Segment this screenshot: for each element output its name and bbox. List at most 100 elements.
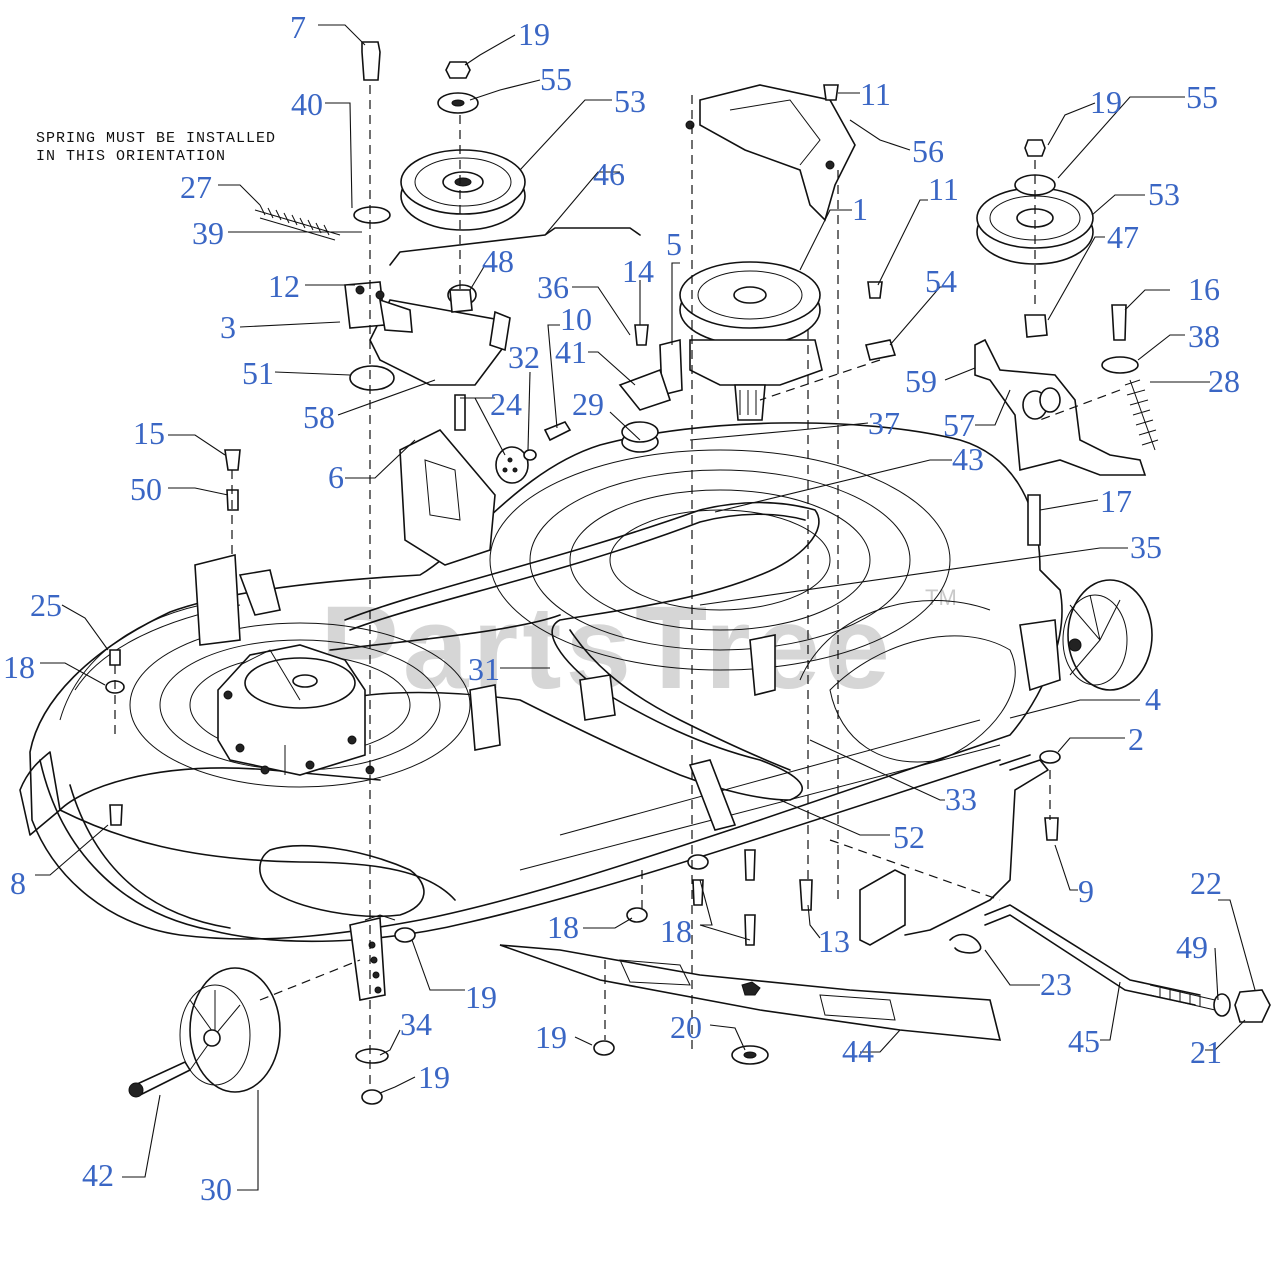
callout-label: 28: [1208, 363, 1240, 399]
note-line-2: IN THIS ORIENTATION: [36, 148, 226, 165]
callout-label: 20: [670, 1009, 702, 1045]
washer-38: [1101, 356, 1139, 374]
callout-label: 52: [893, 819, 925, 855]
rear-gauge-wheel: [128, 967, 281, 1098]
callout-label: 25: [30, 587, 62, 623]
callout-label: 22: [1190, 865, 1222, 901]
bracket-41: [618, 368, 672, 411]
callout-label: 45: [1068, 1023, 1100, 1059]
nut-19-bottom: [361, 1089, 383, 1105]
callout-label: 43: [952, 441, 984, 477]
washer-2: [1039, 750, 1061, 764]
callout-label: 55: [1186, 79, 1218, 115]
mower-blade: [499, 944, 1002, 1041]
alignment-lines: [114, 85, 1121, 1090]
callout-label: 7: [290, 9, 306, 45]
washer-40: [353, 206, 391, 224]
bolt-9: [1044, 817, 1059, 841]
callout-label: 34: [400, 1006, 432, 1042]
bolt-16: [1111, 304, 1127, 341]
callout-label: 16: [1188, 271, 1220, 307]
callout-label: 46: [593, 156, 625, 192]
callout-numbers: 7 19 55 53 40 27 39 12 3 51 58 48 46 36 …: [3, 9, 1240, 1207]
callout-label: 11: [860, 76, 891, 112]
tension-spring: [254, 204, 341, 241]
washer-34: [355, 1048, 389, 1064]
right-spring: [1124, 379, 1159, 451]
callout-label: 24: [490, 386, 522, 422]
center-spindle-assembly: [679, 261, 823, 421]
callout-label: 35: [1130, 529, 1162, 565]
callout-label: 41: [555, 334, 587, 370]
callout-label: 10: [560, 301, 592, 337]
nut-18-b: [687, 854, 709, 870]
callout-label: 12: [268, 268, 300, 304]
callout-label: 29: [572, 386, 604, 422]
callout-label: 59: [905, 363, 937, 399]
callout-label: 33: [945, 781, 977, 817]
idler-rod: [389, 227, 641, 266]
callout-label: 40: [291, 86, 323, 122]
deck-brackets: [194, 553, 1061, 831]
bolt-10: [543, 421, 572, 442]
spacer-48: [449, 289, 473, 313]
callout-label: 15: [133, 415, 165, 451]
callout-label: 6: [328, 459, 344, 495]
bolt-25: [109, 649, 121, 666]
callout-label: 17: [1100, 483, 1132, 519]
watermark-trademark: TM: [925, 585, 957, 610]
callout-label: 51: [242, 355, 274, 391]
callout-label: 19: [518, 16, 550, 52]
callout-label: 50: [130, 471, 162, 507]
callout-label: 19: [465, 979, 497, 1015]
callout-label: 57: [943, 407, 975, 443]
callout-label: 36: [537, 269, 569, 305]
callout-label: 11: [928, 171, 959, 207]
nut-19-wheel: [394, 927, 416, 943]
callout-label: 14: [622, 253, 654, 289]
callout-label: 38: [1188, 318, 1220, 354]
bolt-14: [634, 324, 649, 346]
rear-wheel-bracket: [349, 914, 396, 1001]
decal-54: [865, 339, 897, 361]
callout-label: 37: [868, 405, 900, 441]
callout-label: 19: [418, 1059, 450, 1095]
bolt-11-b: [867, 281, 883, 299]
callout-label: 27: [180, 169, 212, 205]
front-right-wheel: [1062, 579, 1153, 691]
callout-label: 54: [925, 263, 957, 299]
right-idler-arm: [974, 338, 1147, 476]
pulley-51: [349, 365, 395, 391]
pulley-29: [621, 421, 659, 453]
callout-label: 47: [1107, 219, 1139, 255]
callout-label: 1: [852, 191, 868, 227]
callout-label: 18: [547, 909, 579, 945]
callout-label: 56: [912, 133, 944, 169]
bolt-18-c: [692, 879, 704, 906]
bolt-stud-b: [744, 914, 756, 946]
callout-label: 55: [540, 61, 572, 97]
callout-label: 18: [3, 649, 35, 685]
callout-label: 23: [1040, 966, 1072, 1002]
idler-arm-bracket: [369, 284, 511, 386]
callout-label: 53: [614, 83, 646, 119]
stud-58: [454, 394, 466, 431]
callout-label: 32: [508, 339, 540, 375]
callout-label: 48: [482, 243, 514, 279]
bushing-24: [495, 446, 529, 484]
deck-shell: [19, 422, 1063, 943]
callout-label: 39: [192, 215, 224, 251]
bolt-13: [799, 879, 813, 911]
callout-label: 31: [468, 651, 500, 687]
callout-label: 30: [200, 1171, 232, 1207]
left-idler-pulley: [400, 61, 526, 231]
callout-label: 42: [82, 1157, 114, 1193]
callout-label: 2: [1128, 721, 1144, 757]
bolt-7: [361, 41, 381, 81]
right-idler-pulley: [976, 139, 1094, 338]
bolt-8: [109, 804, 123, 826]
left-spindle-cover: [217, 644, 375, 776]
bolt-11-a: [823, 84, 839, 101]
callout-label: 58: [303, 399, 335, 435]
callout-label: 5: [666, 226, 682, 262]
